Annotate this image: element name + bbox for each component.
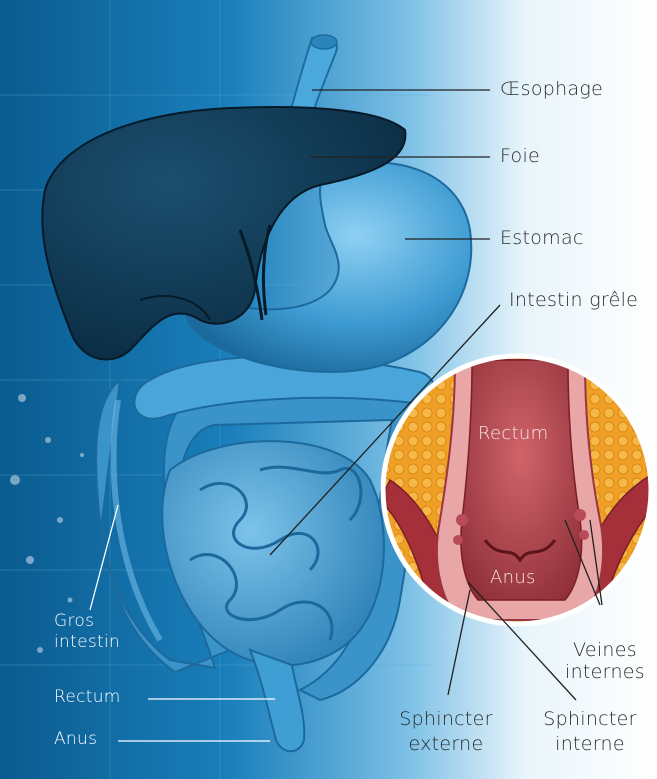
label-foie: Foie	[500, 146, 540, 168]
label-sphincter-externe-line2: externe	[386, 734, 506, 756]
label-intestin-grele: Intestin grêle	[509, 290, 638, 312]
label-sphincter-interne-line2: interne	[530, 734, 650, 756]
label-rectum-left: Rectum	[54, 688, 121, 708]
label-estomac: Estomac	[500, 228, 584, 250]
label-veines-line1: Veines	[560, 640, 650, 662]
label-anus-inset: Anus	[490, 568, 536, 589]
label-sphincter-interne-line1: Sphincter	[530, 709, 650, 731]
label-veines-line2: internes	[560, 662, 650, 684]
label-oesophage: Œsophage	[500, 79, 603, 101]
label-rectum-inset: Rectum	[478, 424, 548, 445]
label-anus-left: Anus	[54, 730, 97, 750]
label-gros-intestin-line2: intestin	[54, 633, 120, 653]
label-sphincter-externe-line1: Sphincter	[386, 709, 506, 731]
label-gros-intestin-line1: Gros	[54, 612, 94, 632]
